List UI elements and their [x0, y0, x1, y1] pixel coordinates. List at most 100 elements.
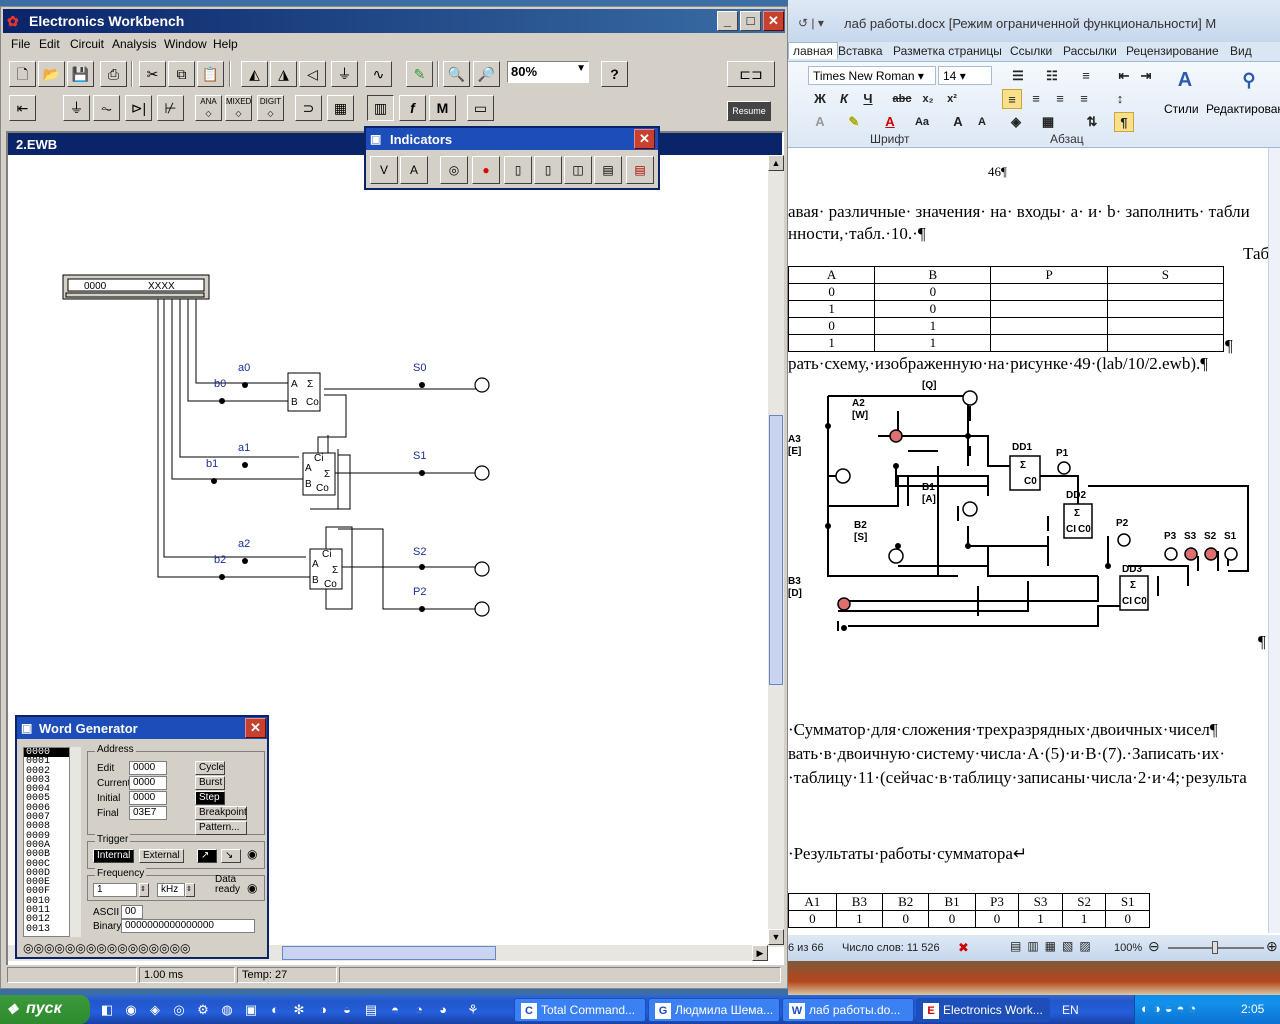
- grow-font-button[interactable]: A: [953, 114, 963, 129]
- word-generator-component[interactable]: 0000 XXXX: [62, 274, 210, 300]
- digital-bin-icon[interactable]: ▦: [327, 95, 354, 121]
- quicklaunch-icon[interactable]: ◍: [221, 1002, 233, 1017]
- menu-circuit[interactable]: Circuit: [70, 37, 105, 51]
- shrink-font-button[interactable]: A: [978, 116, 986, 128]
- quicklaunch-icon[interactable]: ◒: [343, 1002, 351, 1017]
- tray-icons[interactable]: ◐◑◒◓◔: [1141, 1001, 1201, 1016]
- address-list-item[interactable]: 000F: [26, 886, 51, 898]
- quicklaunch-icon[interactable]: ◓: [391, 1002, 399, 1017]
- create-subcircuit-icon[interactable]: ∿: [365, 61, 392, 87]
- close-button[interactable]: ✕: [634, 129, 655, 149]
- analog-ics-bin[interactable]: ANA◇: [195, 95, 222, 121]
- address-list-item[interactable]: 0004: [26, 784, 51, 796]
- bulb-icon[interactable]: ◎: [440, 156, 468, 184]
- voltmeter-button[interactable]: V: [370, 156, 398, 184]
- strikethrough-button[interactable]: abc: [892, 93, 912, 105]
- falling-edge-icon[interactable]: ↘: [221, 849, 241, 863]
- underline-button[interactable]: Ч: [863, 91, 873, 106]
- final-field[interactable]: 03E7: [129, 806, 167, 820]
- font-size-select[interactable]: 14 ▾: [938, 66, 992, 85]
- miscellaneous-bin-icon[interactable]: M: [429, 95, 456, 121]
- trigger-terminal-icon[interactable]: ◉: [247, 847, 258, 861]
- output-probe-p2[interactable]: [474, 601, 490, 617]
- address-list-item[interactable]: 0005: [26, 793, 51, 805]
- bold-button[interactable]: Ж: [814, 91, 826, 106]
- transistors-bin-icon[interactable]: ⊬: [157, 95, 184, 121]
- logic-gates-bin-icon[interactable]: ⊃: [295, 95, 322, 121]
- quicklaunch-icon[interactable]: ◑: [319, 1002, 327, 1017]
- tab-page-layout[interactable]: Разметка страницы: [893, 44, 1002, 58]
- undo-icon[interactable]: ↺ | ▾: [798, 16, 824, 30]
- output-probe-s2[interactable]: [474, 561, 490, 577]
- address-list-item[interactable]: 0013: [26, 923, 51, 935]
- zoom-out-icon[interactable]: ⊖: [1148, 938, 1160, 954]
- help-button[interactable]: ?: [601, 61, 628, 87]
- menu-window[interactable]: Window: [164, 37, 207, 51]
- digital-ics-bin[interactable]: DIGIT◇: [257, 95, 284, 121]
- language-indicator[interactable]: EN: [1062, 1003, 1079, 1017]
- breakpoint-button[interactable]: Breakpoint: [195, 806, 247, 820]
- output-terminals-icon[interactable]: ◎◎◎◎◎◎◎◎◎◎◎◎◎◎◎◎: [23, 941, 191, 955]
- address-list-item[interactable]: 0008: [26, 821, 51, 833]
- flip-horizontal-icon[interactable]: ◮: [270, 61, 297, 87]
- external-trigger-button[interactable]: External: [139, 849, 184, 863]
- red-probe-icon[interactable]: ●: [472, 156, 500, 184]
- word-vertical-scrollbar[interactable]: [1268, 148, 1280, 933]
- scroll-right-icon[interactable]: ▶: [752, 945, 768, 961]
- bargraph-decoded-icon[interactable]: ▤: [626, 156, 654, 184]
- copy-icon[interactable]: ⧉: [168, 61, 195, 87]
- address-list-item[interactable]: 0006: [26, 802, 51, 814]
- zoom-in-icon[interactable]: ⊕: [1266, 938, 1278, 954]
- decoded-display-icon[interactable]: ▯: [534, 156, 562, 184]
- initial-field[interactable]: 0000: [129, 791, 167, 805]
- address-list-scrollbar[interactable]: [69, 747, 81, 937]
- buzzer-icon[interactable]: ◫: [564, 156, 592, 184]
- styles-icon[interactable]: A: [1177, 69, 1193, 91]
- diodes-bin-icon[interactable]: ⊳|: [125, 95, 152, 121]
- mixed-ics-bin[interactable]: MIXED◇: [225, 95, 252, 121]
- save-icon[interactable]: 💾: [67, 61, 94, 87]
- address-list-item[interactable]: 000B: [26, 849, 51, 861]
- analysis-graphs-icon[interactable]: ✎: [406, 61, 433, 87]
- rising-edge-icon[interactable]: ↗: [197, 849, 217, 863]
- circuit-vertical-scrollbar[interactable]: ▲ ▼: [768, 155, 784, 947]
- superscript-button[interactable]: x²: [947, 93, 957, 105]
- menu-help[interactable]: Help: [213, 37, 238, 51]
- view-buttons-icon[interactable]: ▤▥▦▧▨: [1010, 939, 1097, 953]
- flip-vertical-icon[interactable]: ◁: [299, 61, 326, 87]
- ascii-field[interactable]: 00: [121, 905, 143, 919]
- basic-bin-icon[interactable]: ⏦: [93, 95, 120, 121]
- start-button[interactable]: ❖ пуск: [0, 995, 90, 1024]
- quicklaunch-icon[interactable]: ◐: [271, 1002, 279, 1017]
- resume-button[interactable]: Resume: [727, 101, 771, 121]
- styles-label[interactable]: Стили: [1164, 102, 1199, 116]
- scroll-down-icon[interactable]: ▼: [768, 929, 784, 945]
- rotate-icon[interactable]: ◭: [241, 61, 268, 87]
- address-list-item[interactable]: 0011: [26, 905, 51, 917]
- tab-insert[interactable]: Вставка: [838, 44, 883, 58]
- zoom-slider-thumb[interactable]: [1212, 941, 1218, 954]
- frequency-spinner-icon[interactable]: ⇕: [139, 883, 149, 897]
- power-switch-icon[interactable]: ⊏⊐: [727, 61, 775, 87]
- tab-view[interactable]: Вид: [1230, 44, 1252, 58]
- task-electronics-workbench[interactable]: E Electronics Work...: [916, 998, 1050, 1022]
- line-spacing-icon[interactable]: ↕: [1116, 91, 1124, 106]
- tab-home[interactable]: лавная: [788, 42, 838, 59]
- tab-references[interactable]: Ссылки: [1010, 44, 1053, 58]
- quicklaunch-icon[interactable]: ◕: [439, 1002, 447, 1017]
- case-button[interactable]: Aa: [914, 116, 930, 128]
- scroll-up-icon[interactable]: ▲: [768, 155, 784, 171]
- quicklaunch-icon[interactable]: ▣: [244, 1002, 258, 1017]
- tab-review[interactable]: Рецензирование: [1126, 44, 1219, 58]
- internal-trigger-button[interactable]: Internal: [93, 849, 135, 863]
- word-generator-title-bar[interactable]: ▣ Word Generator ✕: [17, 717, 267, 739]
- font-name-select[interactable]: Times New Roman ▾: [808, 66, 936, 85]
- address-list-item[interactable]: 0002: [26, 765, 51, 777]
- address-list-item[interactable]: 0000: [24, 748, 80, 758]
- sources-bin-icon[interactable]: ⏚: [63, 95, 90, 121]
- address-list-item[interactable]: 000A: [26, 839, 51, 851]
- indicators-title-bar[interactable]: ▣ Indicators ✕: [366, 128, 658, 150]
- address-list-item[interactable]: 0009: [26, 830, 51, 842]
- address-list-item[interactable]: 000D: [26, 867, 51, 879]
- data-ready-terminal-icon[interactable]: ◉: [247, 881, 258, 895]
